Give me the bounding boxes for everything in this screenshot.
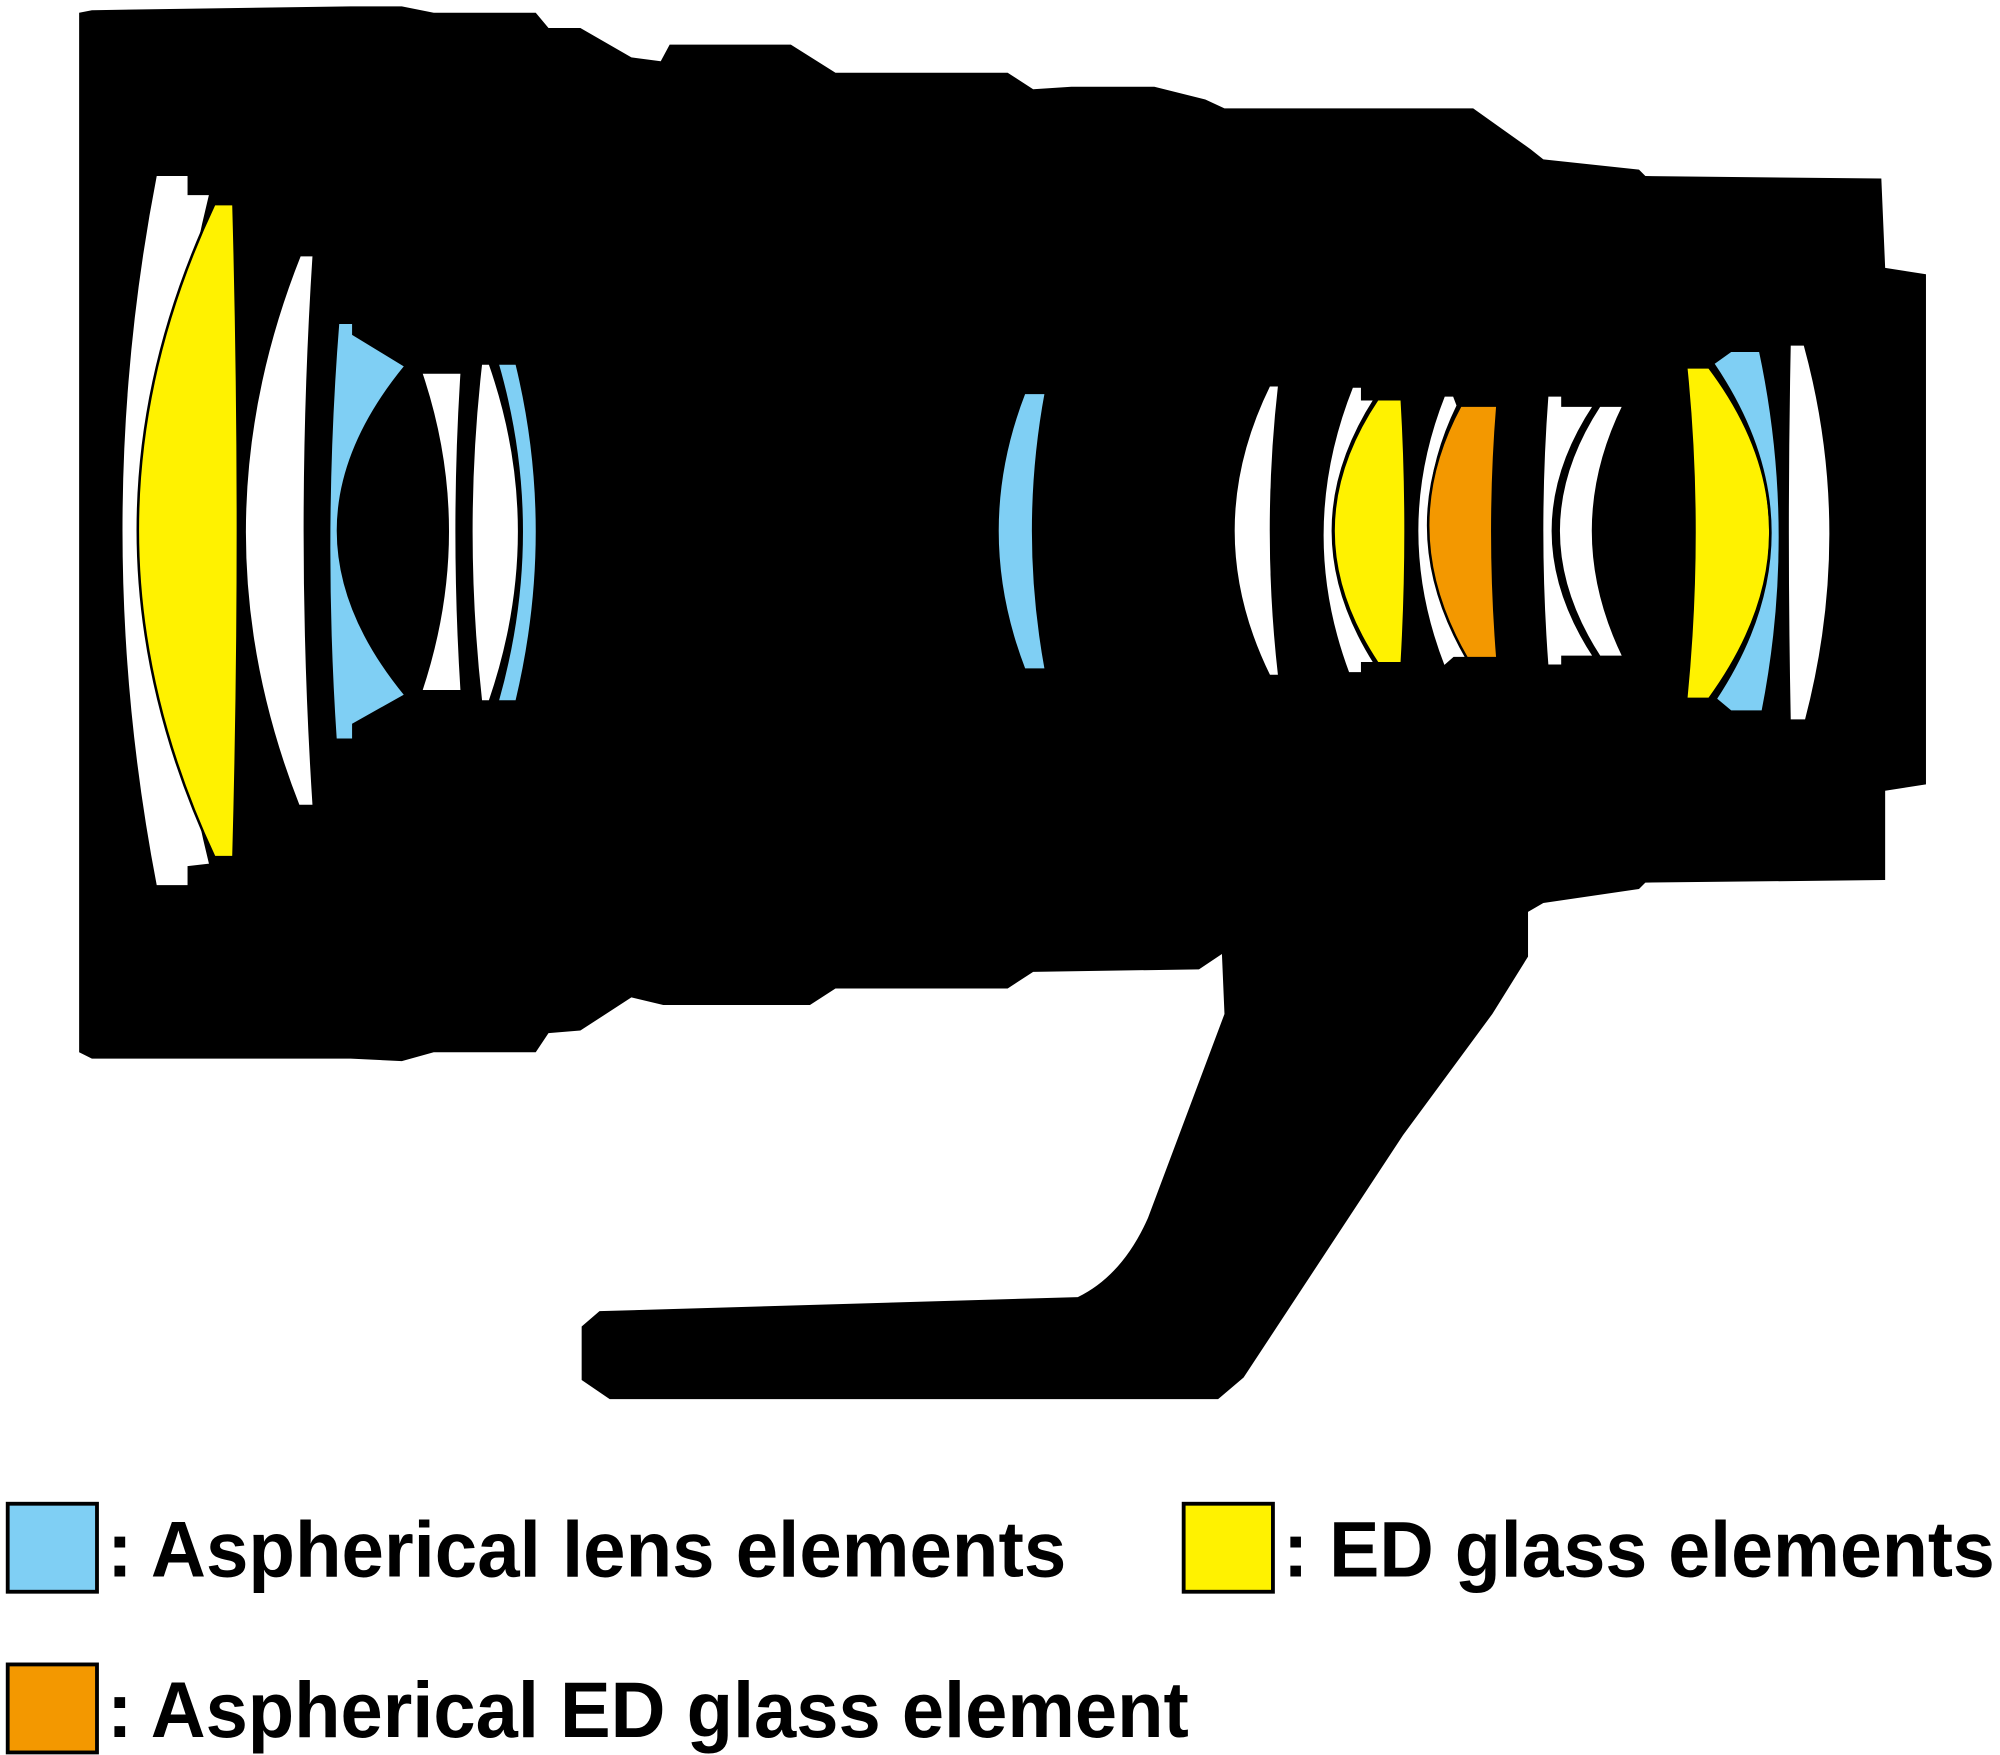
legend-item-aspherical: : Aspherical lens elements xyxy=(5,1501,1066,1594)
lens-element-6 xyxy=(470,362,521,703)
legend-label-aspherical: : Aspherical lens elements xyxy=(107,1504,1066,1593)
lens-element-2-ed xyxy=(136,202,240,859)
legend-label-aspherical-ed: : Aspherical ED glass element xyxy=(107,1665,1189,1754)
lens-element-17-aspherical xyxy=(1711,349,1782,713)
lens-element-7-aspherical xyxy=(495,362,539,703)
lens-element-8-aspherical xyxy=(996,391,1048,671)
lens-element-15 xyxy=(1557,404,1626,659)
lens-element-9 xyxy=(1232,383,1281,678)
lens-element-14 xyxy=(1540,394,1597,668)
lens-element-4-aspherical xyxy=(327,321,408,742)
lens-element-3 xyxy=(243,253,316,808)
lens-element-13-aspherical-ed xyxy=(1426,404,1499,660)
legend-swatch-aspherical xyxy=(5,1501,99,1594)
lens-barrel-with-tripod-foot xyxy=(79,6,1926,1400)
lens-element-5 xyxy=(419,371,464,693)
legend-swatch-aspherical-ed xyxy=(5,1662,99,1755)
legend-item-ed-glass: : ED glass elements xyxy=(1181,1501,1995,1594)
legend-label-ed-glass: : ED glass elements xyxy=(1283,1504,1995,1593)
legend-item-aspherical-ed: : Aspherical ED glass element xyxy=(5,1662,1189,1755)
legend-swatch-ed-glass xyxy=(1181,1501,1275,1594)
lens-element-11-ed xyxy=(1332,397,1407,665)
lens-element-18 xyxy=(1786,343,1832,722)
